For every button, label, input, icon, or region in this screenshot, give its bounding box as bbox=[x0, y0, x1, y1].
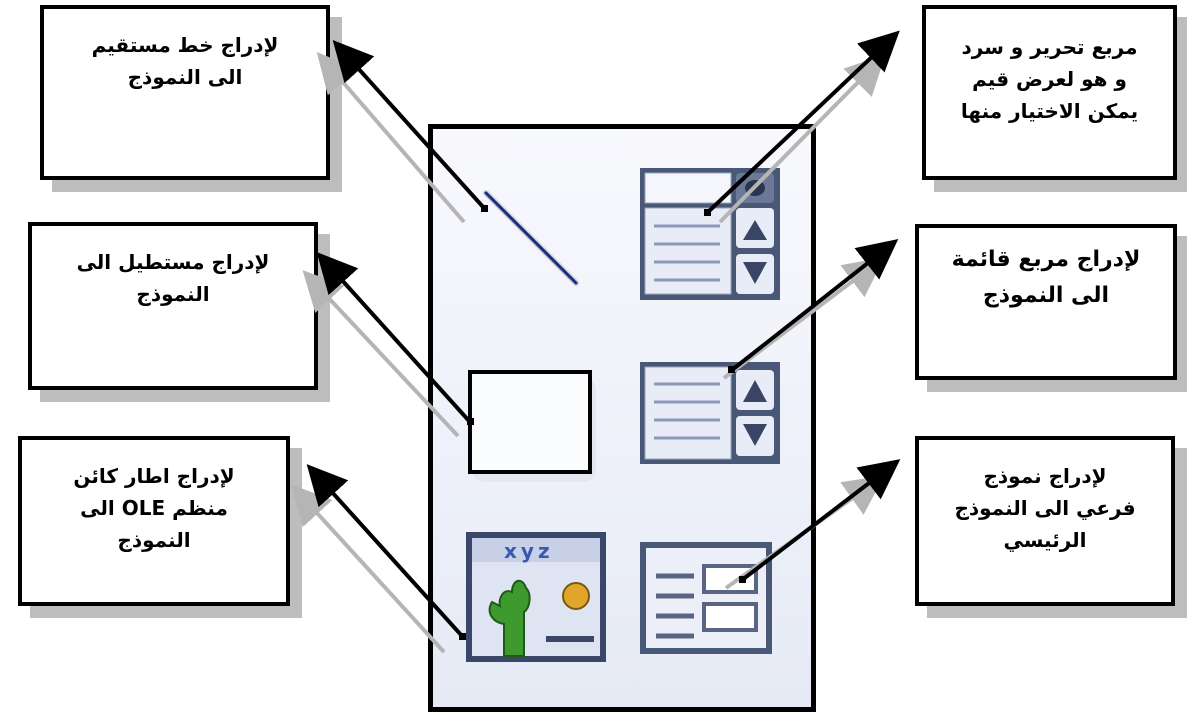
callout-line-text-2: الى النموذج bbox=[127, 65, 243, 89]
callout-ole-text-1: لإدراج اطار كائن bbox=[73, 464, 235, 488]
callout-line-text-1: لإدراج خط مستقيم bbox=[91, 33, 279, 57]
callout-ole-text-2: منظم OLE الى bbox=[80, 496, 228, 520]
callout-line: لإدراج خط مستقيم الى النموذج bbox=[40, 5, 330, 180]
svg-text:xyz: xyz bbox=[504, 539, 554, 563]
callout-list-text-2: الى النموذج bbox=[982, 283, 1110, 308]
list-box-icon[interactable] bbox=[640, 362, 780, 464]
callout-subform-text-1: لإدراج نموذج bbox=[983, 464, 1107, 488]
callout-subform-text-3: الرئيسي bbox=[1003, 528, 1087, 552]
callout-rectangle-text-1: لإدراج مستطيل الى bbox=[76, 250, 270, 274]
callout-combo-text-1: مربع تحرير و سرد bbox=[961, 35, 1138, 59]
line-tool-icon[interactable] bbox=[478, 185, 588, 290]
subform-icon[interactable] bbox=[640, 542, 772, 654]
callout-ole-text-3: النموذج bbox=[117, 528, 191, 552]
arrow-ole-shadow bbox=[290, 484, 446, 654]
callout-combo-text-2: و هو لعرض قيم bbox=[972, 67, 1127, 91]
callout-rectangle-text-2: النموذج bbox=[136, 282, 210, 306]
callout-ole: لإدراج اطار كائن منظم OLE الى النموذج bbox=[18, 436, 290, 606]
callout-list-text-1: لإدراج مربع قائمة bbox=[951, 247, 1141, 272]
callout-rectangle: لإدراج مستطيل الى النموذج bbox=[28, 222, 318, 390]
callout-combo-text-3: يمكن الاختيار منها bbox=[960, 99, 1139, 123]
callout-subform: لإدراج نموذج فرعي الى النموذج الرئيسي bbox=[915, 436, 1175, 606]
callout-combo: مربع تحرير و سرد و هو لعرض قيم يمكن الاخ… bbox=[922, 5, 1177, 180]
callout-list: لإدراج مربع قائمة الى النموذج bbox=[915, 224, 1177, 380]
combo-box-icon[interactable] bbox=[640, 168, 780, 300]
rectangle-tool-icon[interactable] bbox=[462, 368, 602, 483]
ole-object-frame-icon[interactable]: xyz bbox=[466, 532, 606, 662]
callout-subform-text-2: فرعي الى النموذج bbox=[954, 496, 1136, 520]
